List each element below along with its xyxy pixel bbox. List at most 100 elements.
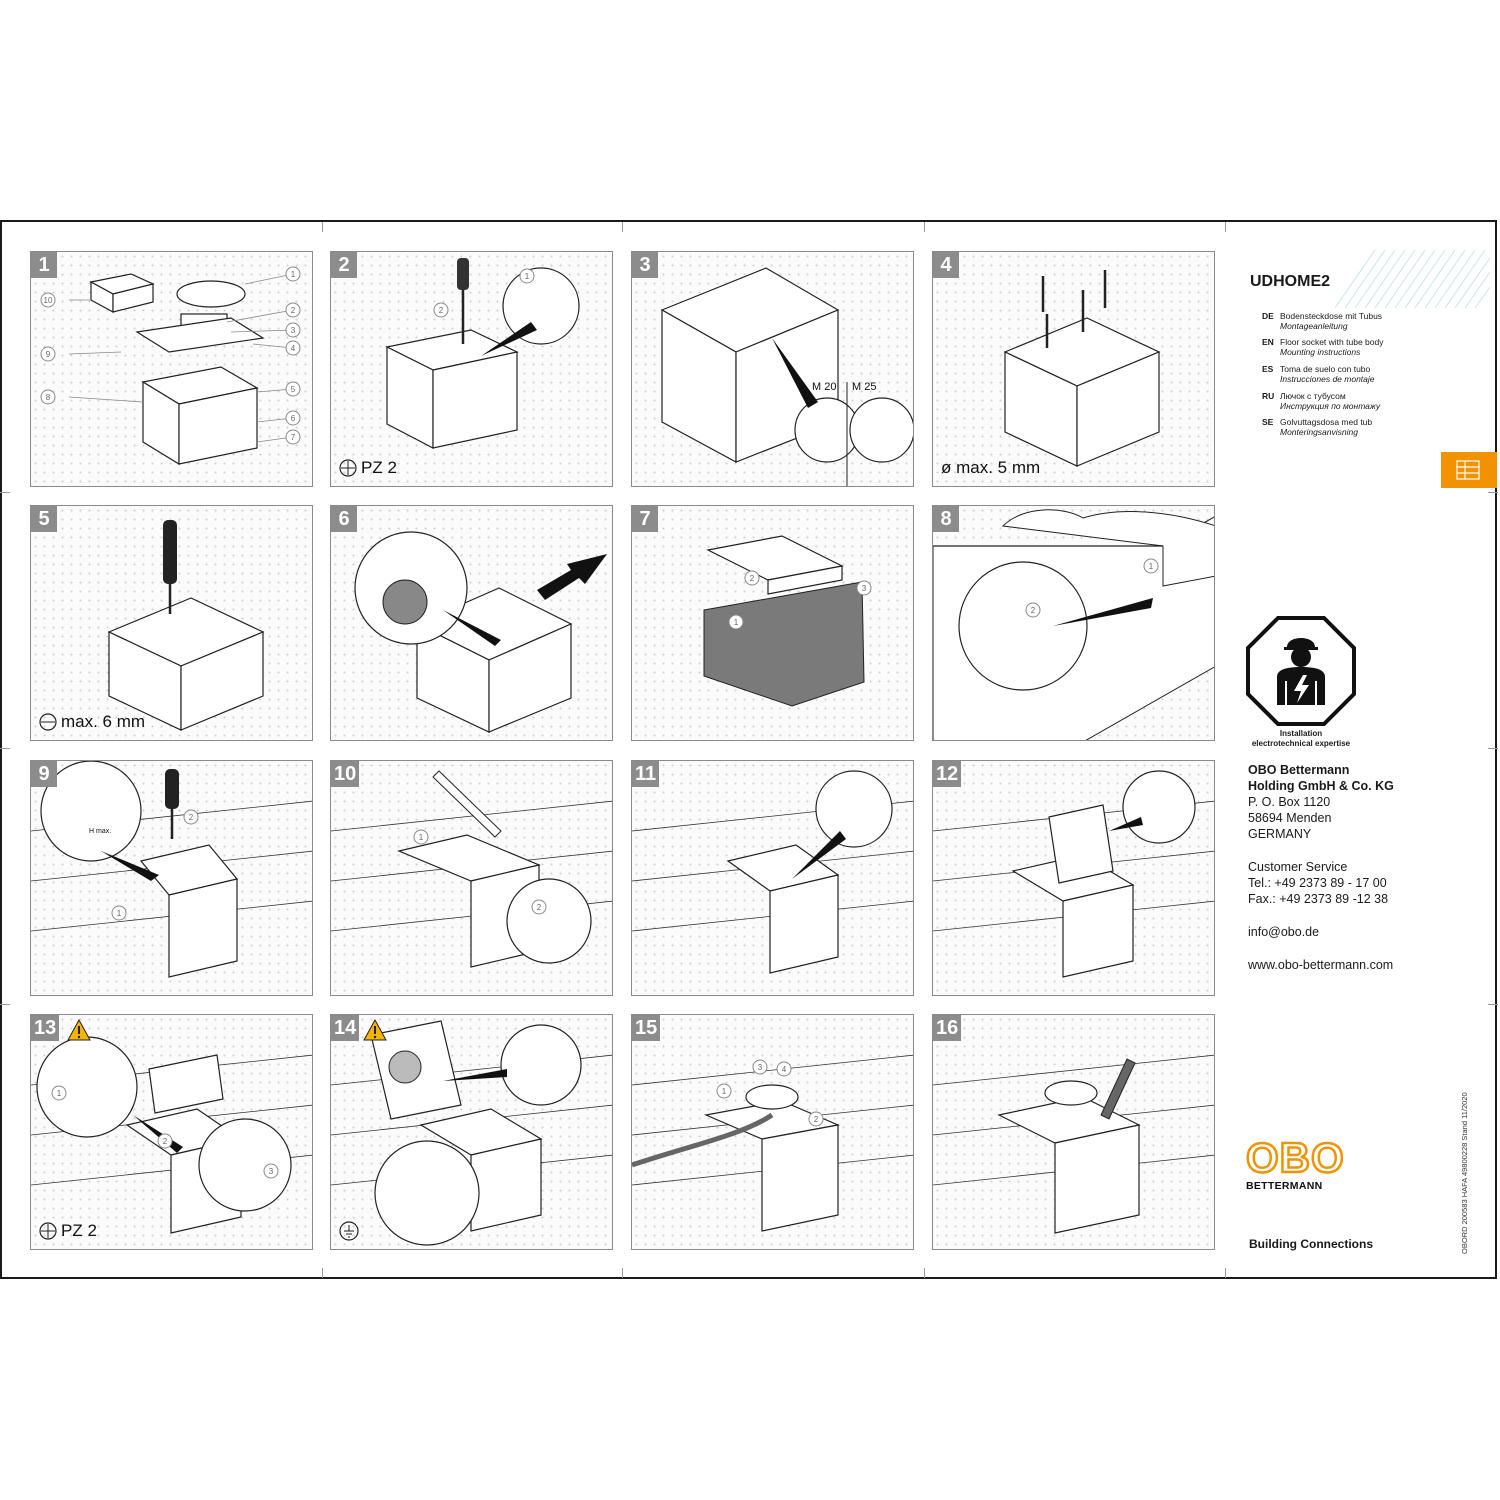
- fax: Fax.: +49 2373 89 -12 38: [1248, 892, 1389, 906]
- callout-2: 2: [439, 306, 444, 315]
- callout-1: 1: [419, 833, 424, 842]
- callout-8: 8: [46, 393, 51, 402]
- callout-9: 9: [46, 350, 51, 359]
- screwdriver-illustration: 2 1: [385, 258, 580, 449]
- language-title: Floor socket with tube body: [1280, 337, 1384, 347]
- callout-10: 10: [44, 296, 53, 305]
- ground-icon: [339, 1221, 359, 1241]
- callout-1: 1: [525, 272, 530, 281]
- callout-2: 2: [189, 813, 194, 822]
- fold-mark: [1488, 492, 1498, 493]
- hatch-decoration: [1335, 250, 1490, 308]
- knockout-illustration: M 20 M 25: [660, 267, 913, 486]
- company-name-line1: OBO Bettermann: [1248, 763, 1350, 777]
- step-number: 3: [632, 252, 658, 278]
- company-address: P. O. Box 1120 58694 Menden GERMANY: [1248, 794, 1331, 842]
- sealing-illustration: 1 2: [331, 770, 612, 968]
- step-caption-text: max. 6 mm: [61, 712, 146, 731]
- protective-cover-illustration: 2 1 3: [703, 535, 872, 707]
- step-caption: [339, 1221, 359, 1241]
- step-panel: 11: [631, 760, 914, 996]
- callout-3: 3: [758, 1063, 763, 1072]
- step-number: 6: [331, 506, 357, 532]
- callout-3: 3: [291, 326, 296, 335]
- logo-subtext: BETTERMANN: [1246, 1180, 1323, 1192]
- document-reference: OBORD 200583 HAFA 49800228 Stand 11/2020: [1460, 1092, 1469, 1254]
- callout-3: 3: [862, 584, 867, 593]
- address-line: P. O. Box 1120: [1248, 795, 1331, 809]
- address-line: 58694 Menden: [1248, 811, 1332, 825]
- callout-4: 4: [291, 344, 296, 353]
- callout-7: 7: [291, 433, 296, 442]
- exploded-view-illustration: 1 2 3 4 5 6 7 8 9 10: [40, 266, 301, 466]
- fixing-screws-illustration: [1003, 270, 1161, 467]
- slogan: Building Connections: [1249, 1237, 1373, 1251]
- callout-3: 3: [269, 1167, 274, 1176]
- fold-mark: [0, 492, 10, 493]
- obo-logo: OBO BETTERMANN: [1245, 1134, 1345, 1192]
- telephone[interactable]: Tel.: +49 2373 89 - 17 00: [1248, 876, 1387, 890]
- step-panel: 14: [330, 1014, 613, 1250]
- step-panel: 1 2 3 13 PZ 2: [30, 1014, 313, 1250]
- step-number: 16: [933, 1015, 962, 1041]
- step-panel: 2 1 2 PZ 2: [330, 251, 613, 487]
- language-code: RU: [1262, 391, 1275, 401]
- language-title: Лючок с тубусом: [1280, 391, 1346, 401]
- tube-body-illustration: 1 2 3 4: [632, 1054, 913, 1232]
- callout-1: 1: [1149, 562, 1154, 571]
- step-number: 12: [933, 761, 962, 787]
- step-number: 13: [31, 1015, 60, 1041]
- step-panel: M 20 M 25 3: [631, 251, 914, 487]
- language-code: SE: [1262, 417, 1274, 427]
- step-number: 7: [632, 506, 658, 532]
- step-panel: 1 2 3 4 15: [631, 1014, 914, 1250]
- socket-insert-illustration: [933, 770, 1214, 978]
- customer-service: Customer Service Tel.: +49 2373 89 - 17 …: [1248, 859, 1388, 907]
- step-number: 15: [632, 1015, 661, 1041]
- language-title: Toma de suelo con tubo: [1280, 364, 1371, 374]
- earthing-illustration: [331, 1020, 612, 1246]
- callout-2: 2: [163, 1137, 168, 1146]
- fold-mark: [924, 1268, 925, 1278]
- document-icon: [1456, 460, 1480, 480]
- language-title: Golvuttagsdosa med tub: [1280, 417, 1373, 427]
- step-caption: max. 6 mm: [39, 712, 145, 732]
- language-subtitle: Instrucciones de montaje: [1280, 374, 1375, 384]
- callout-1: 1: [117, 909, 122, 918]
- callout-1: 1: [291, 270, 296, 279]
- language-subtitle: Montageanleitung: [1280, 321, 1348, 331]
- callout-1: 1: [57, 1089, 62, 1098]
- callout-4: 4: [782, 1065, 787, 1074]
- step-number: 4: [933, 252, 959, 278]
- language-title: Bodensteckdose mit Tubus: [1280, 311, 1383, 321]
- cable-insert-illustration: [632, 770, 913, 974]
- language-subtitle: Monteringsanvisning: [1280, 427, 1358, 437]
- step-number: 2: [331, 252, 357, 278]
- step-caption-text: PZ 2: [361, 458, 397, 477]
- step-panel: 1 2 8: [932, 505, 1215, 741]
- step-panel: 12: [932, 760, 1215, 996]
- language-code: ES: [1262, 364, 1274, 374]
- product-code: UDHOME2: [1250, 273, 1331, 290]
- fold-mark: [1488, 748, 1498, 749]
- language-code: EN: [1262, 337, 1274, 347]
- fold-mark: [322, 1268, 323, 1278]
- callout-6: 6: [291, 414, 296, 423]
- step-number: 9: [31, 761, 57, 787]
- callout-2: 2: [814, 1115, 819, 1124]
- callout-2: 2: [537, 903, 542, 912]
- callout-2: 2: [1031, 606, 1036, 615]
- step-caption: PZ 2: [39, 1221, 97, 1241]
- finished-installation-illustration: [933, 1054, 1214, 1234]
- website-link[interactable]: www.obo-bettermann.com: [1248, 958, 1394, 972]
- callout-1: 1: [722, 1087, 727, 1096]
- service-label: Customer Service: [1248, 860, 1348, 874]
- step-number: 10: [331, 761, 360, 787]
- fold-mark: [924, 222, 925, 232]
- address-line: GERMANY: [1248, 827, 1312, 841]
- height-adjust-illustration: 2 1 H max.: [31, 761, 312, 978]
- step-caption-text: ø max. 5 mm: [941, 458, 1041, 477]
- logo-text: OBO: [1245, 1134, 1345, 1181]
- email-link[interactable]: info@obo.de: [1248, 925, 1320, 939]
- accent-tab: [1441, 452, 1497, 488]
